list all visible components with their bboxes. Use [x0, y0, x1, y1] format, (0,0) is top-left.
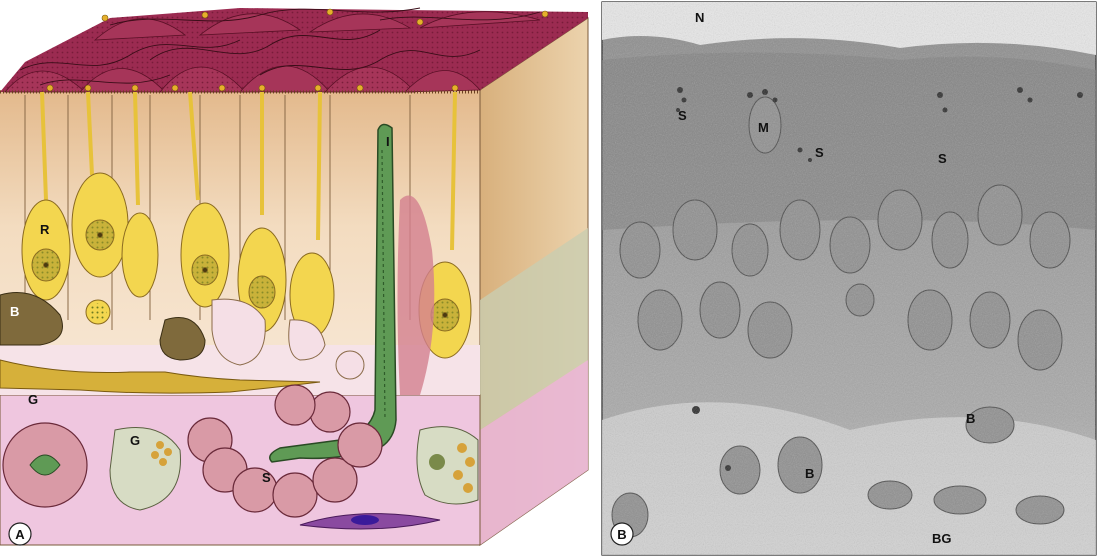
svg-text:A: A: [15, 527, 25, 542]
label-m: M: [758, 120, 769, 135]
label-intermediate: I: [386, 134, 390, 149]
label-receptor: R: [40, 222, 50, 237]
secretory-cells: [109, 426, 479, 511]
panel-a-badge: A: [8, 522, 32, 546]
pink-support-cell: [397, 195, 435, 395]
label-gland-cells: G: [130, 433, 140, 448]
svg-text:B: B: [617, 527, 626, 542]
label-bg: BG: [932, 531, 952, 546]
basal-cells: [0, 292, 206, 361]
panel-b-badge: B: [610, 522, 634, 546]
label-s2: S: [815, 145, 824, 160]
label-b1: B: [966, 411, 975, 426]
label-n: N: [695, 10, 704, 25]
label-s3: S: [938, 151, 947, 166]
label-gland-left: G: [28, 392, 38, 407]
panel-b-micrograph: N S M S S B B BG B: [601, 1, 1097, 556]
label-basal-left: B: [10, 304, 19, 319]
panel-a-illustration: R B G G I S A: [0, 7, 589, 546]
cilia-strands: [19, 7, 541, 86]
label-sustentacular: S: [262, 470, 271, 485]
label-b2: B: [805, 466, 814, 481]
nerve-axon-bundle: [0, 359, 321, 394]
label-s1: S: [678, 108, 687, 123]
